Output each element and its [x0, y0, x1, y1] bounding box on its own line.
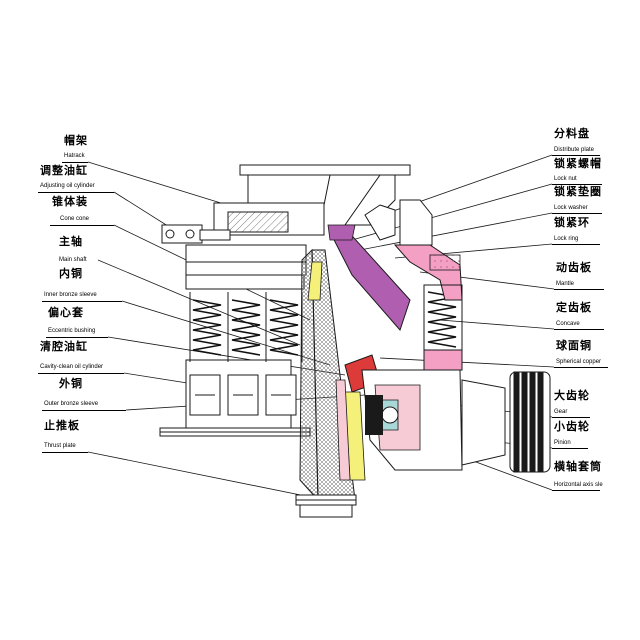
label-mantle-en: Mantle	[556, 281, 575, 287]
label-lock-nut-en: Lock nut	[554, 176, 577, 182]
gear	[365, 395, 383, 435]
label-lock-washer-cn: 锁紧垫圈	[554, 185, 602, 198]
thrust-plate	[295, 494, 357, 518]
label-thrust-plate-en: Thrust plate	[44, 443, 76, 449]
label-mantle-cn: 动齿板	[556, 261, 592, 274]
label-spherical-copper-en: Spherical copper	[556, 359, 602, 365]
label-adjusting-cylinder-en: Adjusting oil cylinder	[40, 183, 95, 189]
label-outer-bronze-cn: 外铜	[59, 377, 83, 390]
label-adjusting-cylinder-cn: 调整油缸	[40, 164, 88, 177]
label-horizontal-axis-en: Horizontal axis sle	[554, 482, 603, 488]
label-hatrack-cn: 帽架	[64, 134, 88, 147]
label-horizontal-axis-cn: 横轴套筒	[554, 460, 602, 473]
label-main-shaft-en: Main shaft	[59, 257, 87, 263]
label-lock-ring-cn: 锁紧环	[554, 216, 590, 229]
label-eccentric-bushing-cn: 偏心套	[48, 306, 84, 319]
springs	[192, 291, 457, 356]
label-gear-en: Gear	[554, 409, 568, 415]
label-lock-ring-en: Lock ring	[554, 236, 579, 242]
label-gear-cn: 大齿轮	[554, 389, 590, 402]
label-eccentric-bushing-en: Eccentric bushing	[48, 328, 96, 334]
label-distribute-plate-en: Distribute plate	[554, 147, 595, 153]
label-pinion-en: Pinion	[554, 440, 571, 446]
adjust-ring	[185, 244, 307, 290]
pulley	[509, 371, 551, 473]
label-inner-bronze-en: Inner bronze sleeve	[44, 292, 97, 298]
mantle	[329, 227, 411, 331]
label-hatrack-en: Hatrack	[64, 153, 85, 159]
label-pinion-cn: 小齿轮	[554, 420, 590, 433]
label-cavity-clean-en: Cavity-clean oil cylinder	[40, 364, 104, 370]
label-spherical-copper-cn: 球面铜	[556, 339, 592, 352]
label-lock-nut-cn: 锁紧螺帽	[554, 157, 602, 170]
label-lock-washer-en: Lock washer	[554, 205, 588, 211]
hatrack-hopper	[161, 164, 411, 244]
label-thrust-plate-cn: 止推板	[44, 419, 80, 432]
horizontal-axis-sleeve	[461, 379, 506, 466]
label-cavity-clean-cn: 清腔油缸	[40, 340, 88, 353]
label-concave-cn: 定齿板	[556, 301, 592, 314]
label-concave-en: Concave	[556, 321, 580, 327]
label-distribute-plate-cn: 分料盘	[554, 127, 590, 140]
label-inner-bronze-cn: 内铜	[59, 267, 83, 280]
label-cone-en: Cone cone	[60, 216, 90, 222]
label-main-shaft-cn: 主轴	[59, 235, 83, 248]
label-cone-cn: 锥体装	[52, 195, 88, 208]
lower-cylinders	[189, 374, 297, 416]
label-outer-bronze-en: Outer bronze sleeve	[44, 401, 99, 407]
distribute-plate	[327, 224, 356, 241]
